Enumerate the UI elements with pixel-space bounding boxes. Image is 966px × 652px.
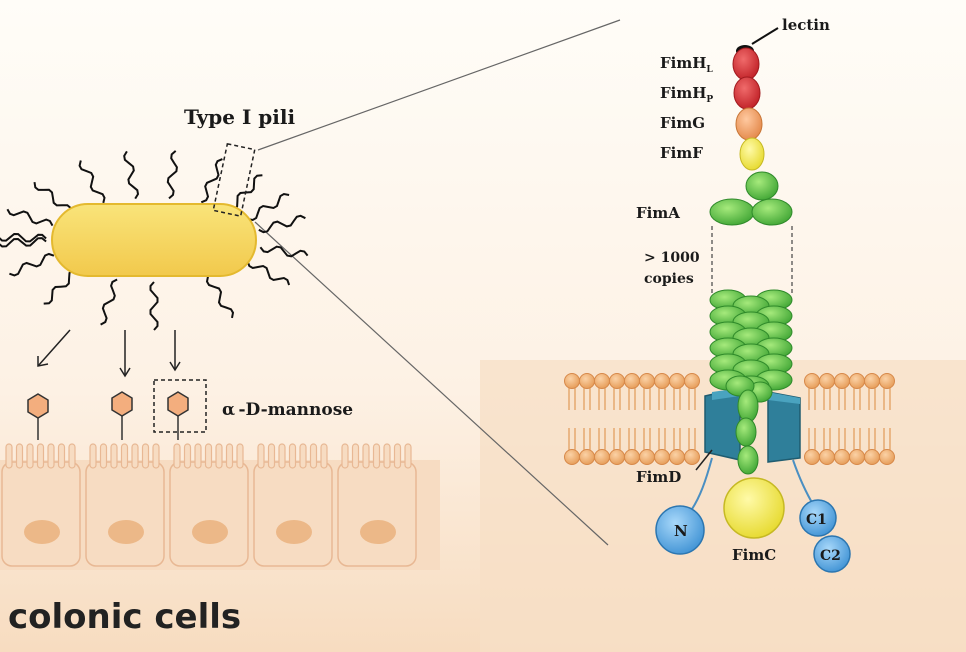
zoom-lines	[254, 19, 621, 546]
fimg-label: FimG	[660, 114, 705, 132]
pilus	[200, 158, 223, 204]
fimf-label: FimF	[660, 144, 703, 162]
pilus	[9, 252, 55, 277]
binding-arrows	[37, 329, 181, 378]
pilus	[100, 278, 118, 326]
c1-domain-label: C1	[806, 512, 827, 528]
cell-nuclei	[24, 520, 396, 544]
fimh-l-label: FimHL	[660, 54, 713, 75]
pilus	[43, 268, 78, 305]
pilus	[78, 160, 106, 204]
pilus	[247, 192, 290, 222]
bacterium	[51, 203, 257, 277]
fimh-p-label: FimHP	[660, 84, 713, 105]
c2-domain	[813, 535, 851, 573]
pilus-highlight-box	[212, 142, 256, 218]
pilus	[259, 245, 309, 258]
c1-domain	[799, 499, 837, 537]
mannose-receptors	[27, 391, 189, 440]
colonic-cells-label: colonic cells	[8, 597, 241, 637]
fimd-label: FimD	[636, 468, 681, 486]
rod-continuation	[711, 226, 793, 296]
fimc-label: FimC	[732, 546, 776, 564]
pilus	[33, 181, 73, 214]
fimd-pointer	[695, 449, 713, 471]
pilus	[123, 150, 140, 200]
fimd-usher	[704, 387, 801, 463]
copies-label-line1: > 1000	[644, 250, 700, 266]
colonic-cells	[0, 443, 440, 570]
fima-rod	[709, 289, 793, 403]
fimc-chaperone	[723, 477, 785, 539]
c2-domain-label: C2	[820, 548, 841, 564]
mannose-highlight-box	[153, 379, 207, 433]
n-domain-label: N	[674, 522, 688, 540]
pili	[0, 150, 309, 331]
type-pili-label: Type I pili	[184, 105, 295, 129]
tip-fibrillum	[709, 45, 793, 226]
copies-label-line2: copies	[644, 271, 694, 287]
n-domain	[655, 505, 705, 555]
mannose-label: α -D-mannose	[222, 400, 353, 420]
lectin-label: lectin	[782, 16, 830, 34]
pilus	[166, 150, 178, 200]
lipid-bilayer	[564, 373, 895, 465]
lectin-pointer	[751, 27, 779, 45]
periplasmic-chain	[735, 389, 759, 475]
pilus	[205, 276, 235, 319]
fima-label: FimA	[636, 204, 680, 222]
pilus	[258, 214, 306, 234]
pilus	[6, 208, 54, 227]
pilus	[149, 281, 159, 331]
pilus	[246, 260, 291, 286]
pilus	[0, 237, 47, 248]
pilus	[0, 232, 47, 243]
